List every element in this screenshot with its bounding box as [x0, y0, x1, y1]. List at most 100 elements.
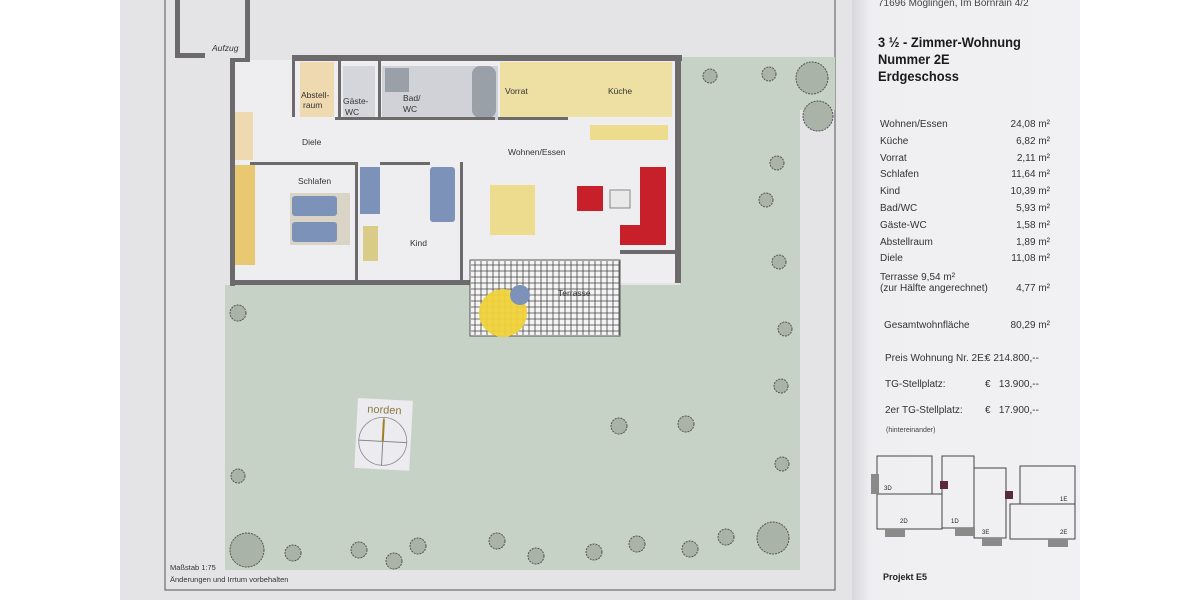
tree-icon: [717, 528, 735, 546]
tree-icon: [350, 541, 368, 559]
unit-label: 2D: [900, 519, 908, 525]
storage-shelf: [300, 62, 334, 117]
price-value: € 214.800,--: [985, 353, 1039, 364]
tree-icon: [488, 532, 506, 550]
tree-icon: [677, 415, 695, 433]
tree-icon: [385, 552, 403, 570]
area-row: Küche 6,82 m²: [880, 136, 1050, 147]
terrace-note: (zur Hälfte angerechnet): [880, 283, 988, 294]
tree-icon: [229, 304, 247, 322]
wardrobe: [235, 165, 255, 265]
area-value: 6,82 m²: [1016, 135, 1050, 147]
label-aufzug: Aufzug: [211, 43, 239, 53]
area-value: 1,89 m²: [1016, 236, 1050, 248]
terrace-label: Terrasse 9,54 m²: [880, 272, 956, 283]
terrace-value: 4,77 m²: [1016, 283, 1050, 294]
area-row: Diele 11,08 m²: [880, 253, 1050, 264]
label-kueche: Küche: [608, 86, 632, 96]
site-overview-map: 3D 2D 1D 3E 1E 2E: [871, 455, 1076, 547]
area-value: 24,08 m²: [1010, 119, 1050, 130]
tree-icon: [756, 521, 790, 555]
price-name: TG-Stellplatz:: [885, 379, 946, 390]
tree-icon: [681, 540, 699, 558]
info-page: [852, 0, 1080, 600]
area-row: Bad/WC 5,93 m²: [880, 203, 1050, 214]
price-note: (hintereinander): [886, 427, 936, 434]
project-label: Projekt E5: [883, 572, 928, 582]
area-row: Wohnen/Essen 24,08 m²: [880, 119, 1050, 130]
area-name: Gäste-WC: [880, 219, 927, 231]
label-terrasse: Terrasse: [558, 288, 591, 298]
label-wohnen-essen: Wohnen/Essen: [508, 147, 566, 157]
area-value: 10,39 m²: [1010, 186, 1050, 198]
tree-icon: [284, 544, 302, 562]
area-name: Wohnen/Essen: [880, 119, 948, 130]
price-row: TG-Stellplatz: € 13.900,--: [885, 379, 1039, 390]
unit-label: 1E: [1060, 497, 1067, 503]
address: 71696 Möglingen, Im Bornrain 4/2: [878, 0, 1029, 9]
trees: [229, 61, 834, 570]
unit-label: 2E: [1060, 530, 1067, 536]
terrace-tiles: [471, 261, 620, 335]
tree-icon: [761, 66, 777, 82]
price-value: € 13.900,--: [985, 379, 1039, 390]
furniture: [290, 125, 668, 261]
tree-icon: [771, 254, 787, 270]
price-value: € 17.900,--: [985, 405, 1039, 416]
total-row: Gesamtwohnfläche 80,29 m²: [884, 320, 1050, 331]
tree-icon: [774, 456, 790, 472]
shower: [385, 68, 409, 92]
shelf: [235, 112, 253, 160]
unit-label: 3D: [884, 486, 892, 492]
label-bad-2: WC: [403, 104, 417, 114]
tree-icon: [702, 68, 718, 84]
label-schlafen: Schlafen: [298, 176, 331, 186]
label-vorrat: Vorrat: [505, 86, 528, 96]
tree-icon: [628, 535, 646, 553]
tree-icon: [527, 547, 545, 565]
area-name: Kind: [880, 186, 901, 198]
terrace-table: [510, 285, 530, 305]
area-name: Vorrat: [880, 152, 907, 164]
floor-plan: norden Aufzug Abstell- raum Gäste- WC Ba…: [164, 0, 836, 591]
tree-icon: [229, 532, 265, 568]
label-gaeste-wc: Gäste-: [343, 96, 369, 106]
area-name: Diele: [880, 253, 903, 265]
total-label: Gesamtwohnfläche: [884, 320, 970, 331]
price-name: Preis Wohnung Nr. 2E:: [885, 353, 987, 364]
north-label: norden: [367, 404, 402, 418]
area-value: 11,64 m²: [1011, 169, 1050, 181]
tree-icon: [585, 543, 603, 561]
area-name: Abstellraum: [880, 236, 933, 248]
terrace-area-row: Terrasse 9,54 m² (zur Hälfte angerechnet…: [880, 272, 1050, 294]
north-compass: norden: [354, 398, 413, 471]
guest-wc-floor: [343, 66, 375, 120]
tree-icon: [769, 155, 785, 171]
price-row: 2er TG-Stellplatz:€ 17.900,--: [885, 405, 1039, 416]
tree-icon: [777, 321, 793, 337]
tree-icon: [409, 537, 427, 555]
unit-label: 1D: [951, 519, 959, 525]
total-value: 80,29 m²: [1010, 320, 1050, 331]
floor-level: Erdgeschoss: [878, 68, 959, 84]
apartment-title: 3 ½ - Zimmer-Wohnung: [878, 34, 1021, 50]
tree-icon: [795, 61, 829, 95]
disclaimer: Änderungen und Irrtum vorbehalten: [170, 575, 288, 584]
tree-icon: [802, 100, 834, 132]
area-row: Abstellraum 1,89 m²: [880, 237, 1050, 248]
area-value: 5,93 m²: [1016, 203, 1050, 214]
area-row: Schlafen 11,64 m²: [880, 169, 1050, 180]
tree-icon: [773, 378, 789, 394]
scale-label: Maßstab 1:75: [170, 563, 216, 572]
unit-label: 3E: [982, 530, 989, 536]
area-name: Bad/WC: [880, 203, 918, 214]
apartment-number: Nummer 2E: [878, 51, 950, 67]
area-value: 11,08 m²: [1011, 253, 1050, 265]
tree-icon: [758, 192, 774, 208]
area-name: Küche: [880, 135, 909, 147]
label-bad: Bad/: [403, 93, 421, 103]
label-gaeste-wc-2: WC: [345, 107, 359, 117]
area-name: Schlafen: [880, 169, 919, 181]
